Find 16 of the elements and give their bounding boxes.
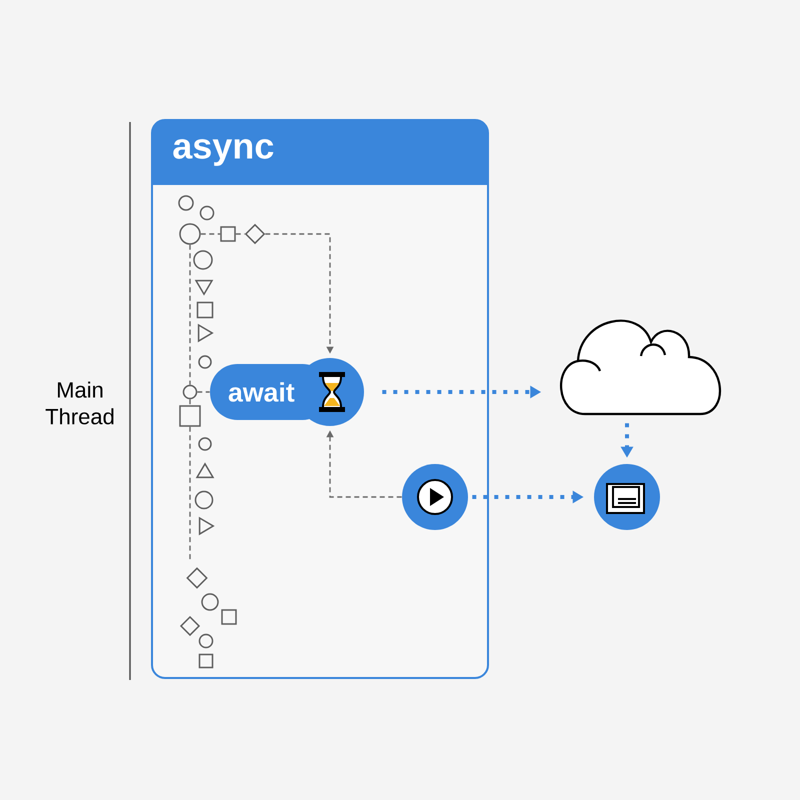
cloud xyxy=(560,320,721,416)
connector-line xyxy=(189,244,191,385)
connector-line xyxy=(200,233,220,235)
connector-line xyxy=(236,233,245,235)
connector-line xyxy=(197,391,210,393)
thread-label: Main Thread xyxy=(46,382,114,424)
square-symbol xyxy=(179,405,201,427)
circle-symbol xyxy=(182,384,198,400)
connector-line xyxy=(189,399,191,406)
circle-badge xyxy=(402,464,468,530)
circle-badge xyxy=(594,464,660,530)
panel-header: async xyxy=(152,120,488,185)
circle-symbol xyxy=(179,223,201,245)
connector-line xyxy=(189,426,191,560)
square-symbol xyxy=(220,226,236,242)
await-pill: await xyxy=(210,358,364,426)
